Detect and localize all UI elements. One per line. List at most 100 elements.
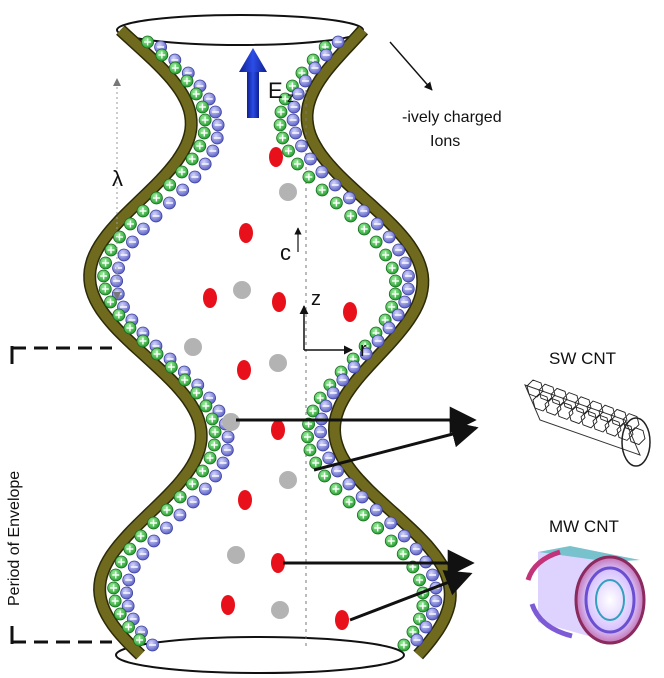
circle-minus-icon <box>392 243 406 257</box>
circle-plus-icon <box>193 139 207 153</box>
circle-plus-icon <box>150 191 163 205</box>
envelope-bracket <box>10 346 112 644</box>
sw-cnt-cell <box>556 401 574 420</box>
circle-plus-icon <box>282 144 295 158</box>
circle-plus-icon <box>413 612 426 626</box>
ions-label: -ively charged <box>402 109 502 126</box>
circle-plus-icon <box>141 35 155 49</box>
grey-particle <box>279 471 297 489</box>
sw-cnt-cell <box>616 422 634 441</box>
circle-plus-icon <box>104 243 118 257</box>
circle-minus-icon <box>112 261 125 275</box>
circle-minus-icon <box>147 534 161 548</box>
circle-plus-icon <box>302 170 316 184</box>
circle-plus-icon <box>356 508 370 522</box>
red-particle <box>335 610 349 630</box>
circle-minus-icon <box>342 477 356 491</box>
circle-minus-icon <box>206 144 220 158</box>
circle-minus-icon <box>426 607 439 621</box>
circle-plus-icon <box>97 269 111 283</box>
red-particle <box>343 302 357 322</box>
circle-minus-icon <box>146 638 159 652</box>
circle-minus-icon <box>331 464 344 478</box>
sw-cnt-cell <box>610 408 628 427</box>
circle-minus-icon <box>342 191 356 205</box>
cnt-pointer-arrows <box>236 406 479 622</box>
sw-cnt-illustration <box>524 379 651 467</box>
red-particle <box>221 595 235 615</box>
ions-callout-line <box>389 41 433 91</box>
circle-minus-icon <box>198 157 212 171</box>
circle-plus-icon <box>274 105 288 119</box>
circle-plus-icon <box>198 113 212 127</box>
grey-particle <box>271 601 289 619</box>
circle-minus-icon <box>291 87 305 101</box>
circle-minus-icon <box>419 620 433 634</box>
circle-plus-icon <box>397 638 411 652</box>
circle-plus-icon <box>276 131 290 145</box>
circle-plus-icon <box>123 217 137 231</box>
circle-plus-icon <box>107 581 121 595</box>
grey-particle <box>222 413 240 431</box>
circle-plus-icon <box>113 230 126 244</box>
circle-plus-icon <box>342 495 356 509</box>
circle-minus-icon <box>122 573 136 587</box>
mw-cnt-label: MW CNT <box>549 517 619 536</box>
circle-minus-icon <box>136 222 150 236</box>
circle-minus-icon <box>331 35 345 49</box>
circle-minus-icon <box>398 256 412 270</box>
circle-minus-icon <box>289 126 303 140</box>
circle-plus-icon <box>385 261 399 275</box>
circle-plus-icon <box>113 607 127 621</box>
circle-plus-icon <box>303 443 317 457</box>
sw-cnt-cell <box>544 397 562 416</box>
circle-minus-icon <box>402 269 415 283</box>
wall-ion-layers <box>97 35 443 652</box>
sw-cnt-cell <box>586 400 604 419</box>
circle-minus-icon <box>316 438 330 452</box>
circle-plus-icon <box>178 373 192 387</box>
circle-minus-icon <box>382 321 396 335</box>
circle-plus-icon <box>329 482 343 496</box>
circle-minus-icon <box>210 131 224 145</box>
circle-minus-icon <box>126 235 139 249</box>
circle-plus-icon <box>114 555 128 569</box>
circle-plus-icon <box>344 209 358 223</box>
circle-plus-icon <box>164 360 178 374</box>
interior-particles <box>184 147 357 630</box>
circle-plus-icon <box>99 256 112 270</box>
circle-plus-icon <box>109 568 123 582</box>
wavelength-label: λ <box>112 166 123 191</box>
circle-minus-icon <box>287 100 301 114</box>
circle-minus-icon <box>371 334 385 348</box>
circle-minus-icon <box>121 599 135 613</box>
circle-plus-icon <box>379 248 393 262</box>
circle-minus-icon <box>336 373 350 387</box>
circle-minus-icon <box>221 430 235 444</box>
circle-plus-icon <box>371 521 385 535</box>
circle-plus-icon <box>155 48 169 62</box>
circle-plus-icon <box>203 451 217 465</box>
red-particle <box>272 292 286 312</box>
tube-wall-left <box>84 26 207 659</box>
circle-minus-icon <box>216 456 230 470</box>
sw-cnt-cell <box>562 392 580 411</box>
circle-plus-icon <box>315 183 329 197</box>
grey-particle <box>184 338 202 356</box>
circle-minus-icon <box>110 274 124 288</box>
tube-walls <box>83 25 457 660</box>
circle-minus-icon <box>370 217 384 231</box>
red-particle <box>271 420 285 440</box>
circle-minus-icon <box>304 152 317 166</box>
circle-plus-icon <box>190 386 203 400</box>
tube-bottom-rim <box>115 636 405 674</box>
circle-plus-icon <box>318 469 331 483</box>
circle-minus-icon <box>319 399 333 413</box>
axis-r-label: r <box>360 339 367 361</box>
circle-plus-icon <box>108 594 122 608</box>
circle-plus-icon <box>357 222 371 236</box>
circle-minus-icon <box>136 547 150 561</box>
circle-plus-icon <box>168 61 182 75</box>
sw-cnt-cell <box>598 404 616 423</box>
circle-plus-icon <box>98 282 112 296</box>
